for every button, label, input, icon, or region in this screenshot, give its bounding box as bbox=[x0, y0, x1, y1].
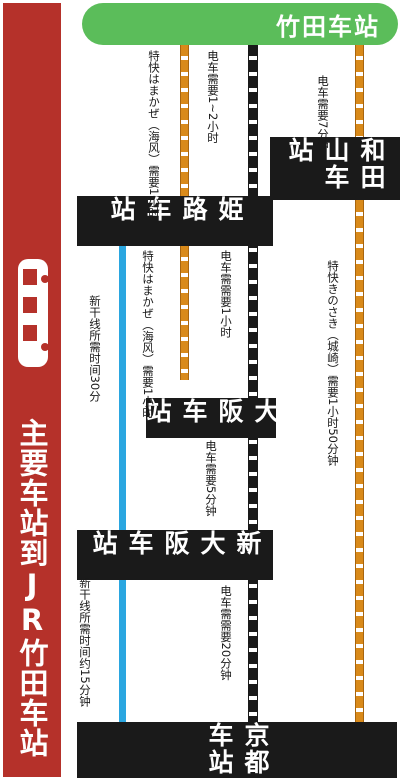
limited-express-line-middle bbox=[180, 245, 189, 380]
station-wadayama: 和田山车站 bbox=[270, 137, 400, 200]
title-bar: 主要车站到JR竹田车站 bbox=[3, 3, 61, 777]
note-shin-himeji-shinkansen: 新干线所需时间30分 bbox=[88, 295, 102, 402]
station-himeji: 姫路车站 bbox=[77, 196, 273, 246]
limited-express-line-upper bbox=[180, 44, 189, 204]
train-icon bbox=[18, 259, 49, 367]
note-kyoto-shin-shinkansen: 新干线所需时间约15分钟 bbox=[78, 577, 92, 707]
note-osaka-himeji-limited: 特快はまかぜ（海风）需要1小时 bbox=[141, 250, 155, 419]
note-himeji-wada-limited: 特快はまかぜ（海风）需要1小时 bbox=[147, 50, 161, 219]
station-kyoto: 京都车站 bbox=[77, 722, 397, 778]
note-kyoto-shin-local: 电车需需要20分钟 bbox=[219, 585, 233, 681]
limited-express-line-kinosaki bbox=[355, 200, 364, 722]
page-title: 主要车站到JR竹田车站 bbox=[15, 418, 49, 758]
note-shin-osaka-local: 电车需要5分钟 bbox=[204, 440, 218, 517]
shinkansen-line bbox=[118, 245, 127, 722]
local-line bbox=[248, 44, 258, 722]
station-shin-osaka: 新大阪车站 bbox=[77, 530, 273, 580]
station-osaka: 大阪车站 bbox=[143, 398, 280, 438]
note-wada-takeda-local: 电车需要7分钟 bbox=[316, 75, 330, 152]
note-osaka-himeji-local: 电车需需要1小时 bbox=[219, 250, 233, 338]
note-kyoto-wada-limited: 特快きのさき（城崎）需要1小时50分钟 bbox=[326, 260, 340, 466]
station-takeda: 竹田车站 bbox=[82, 3, 398, 45]
limited-express-line-wada-top bbox=[355, 44, 364, 137]
note-himeji-wada-local: 电车需要1~2小时 bbox=[206, 50, 220, 144]
